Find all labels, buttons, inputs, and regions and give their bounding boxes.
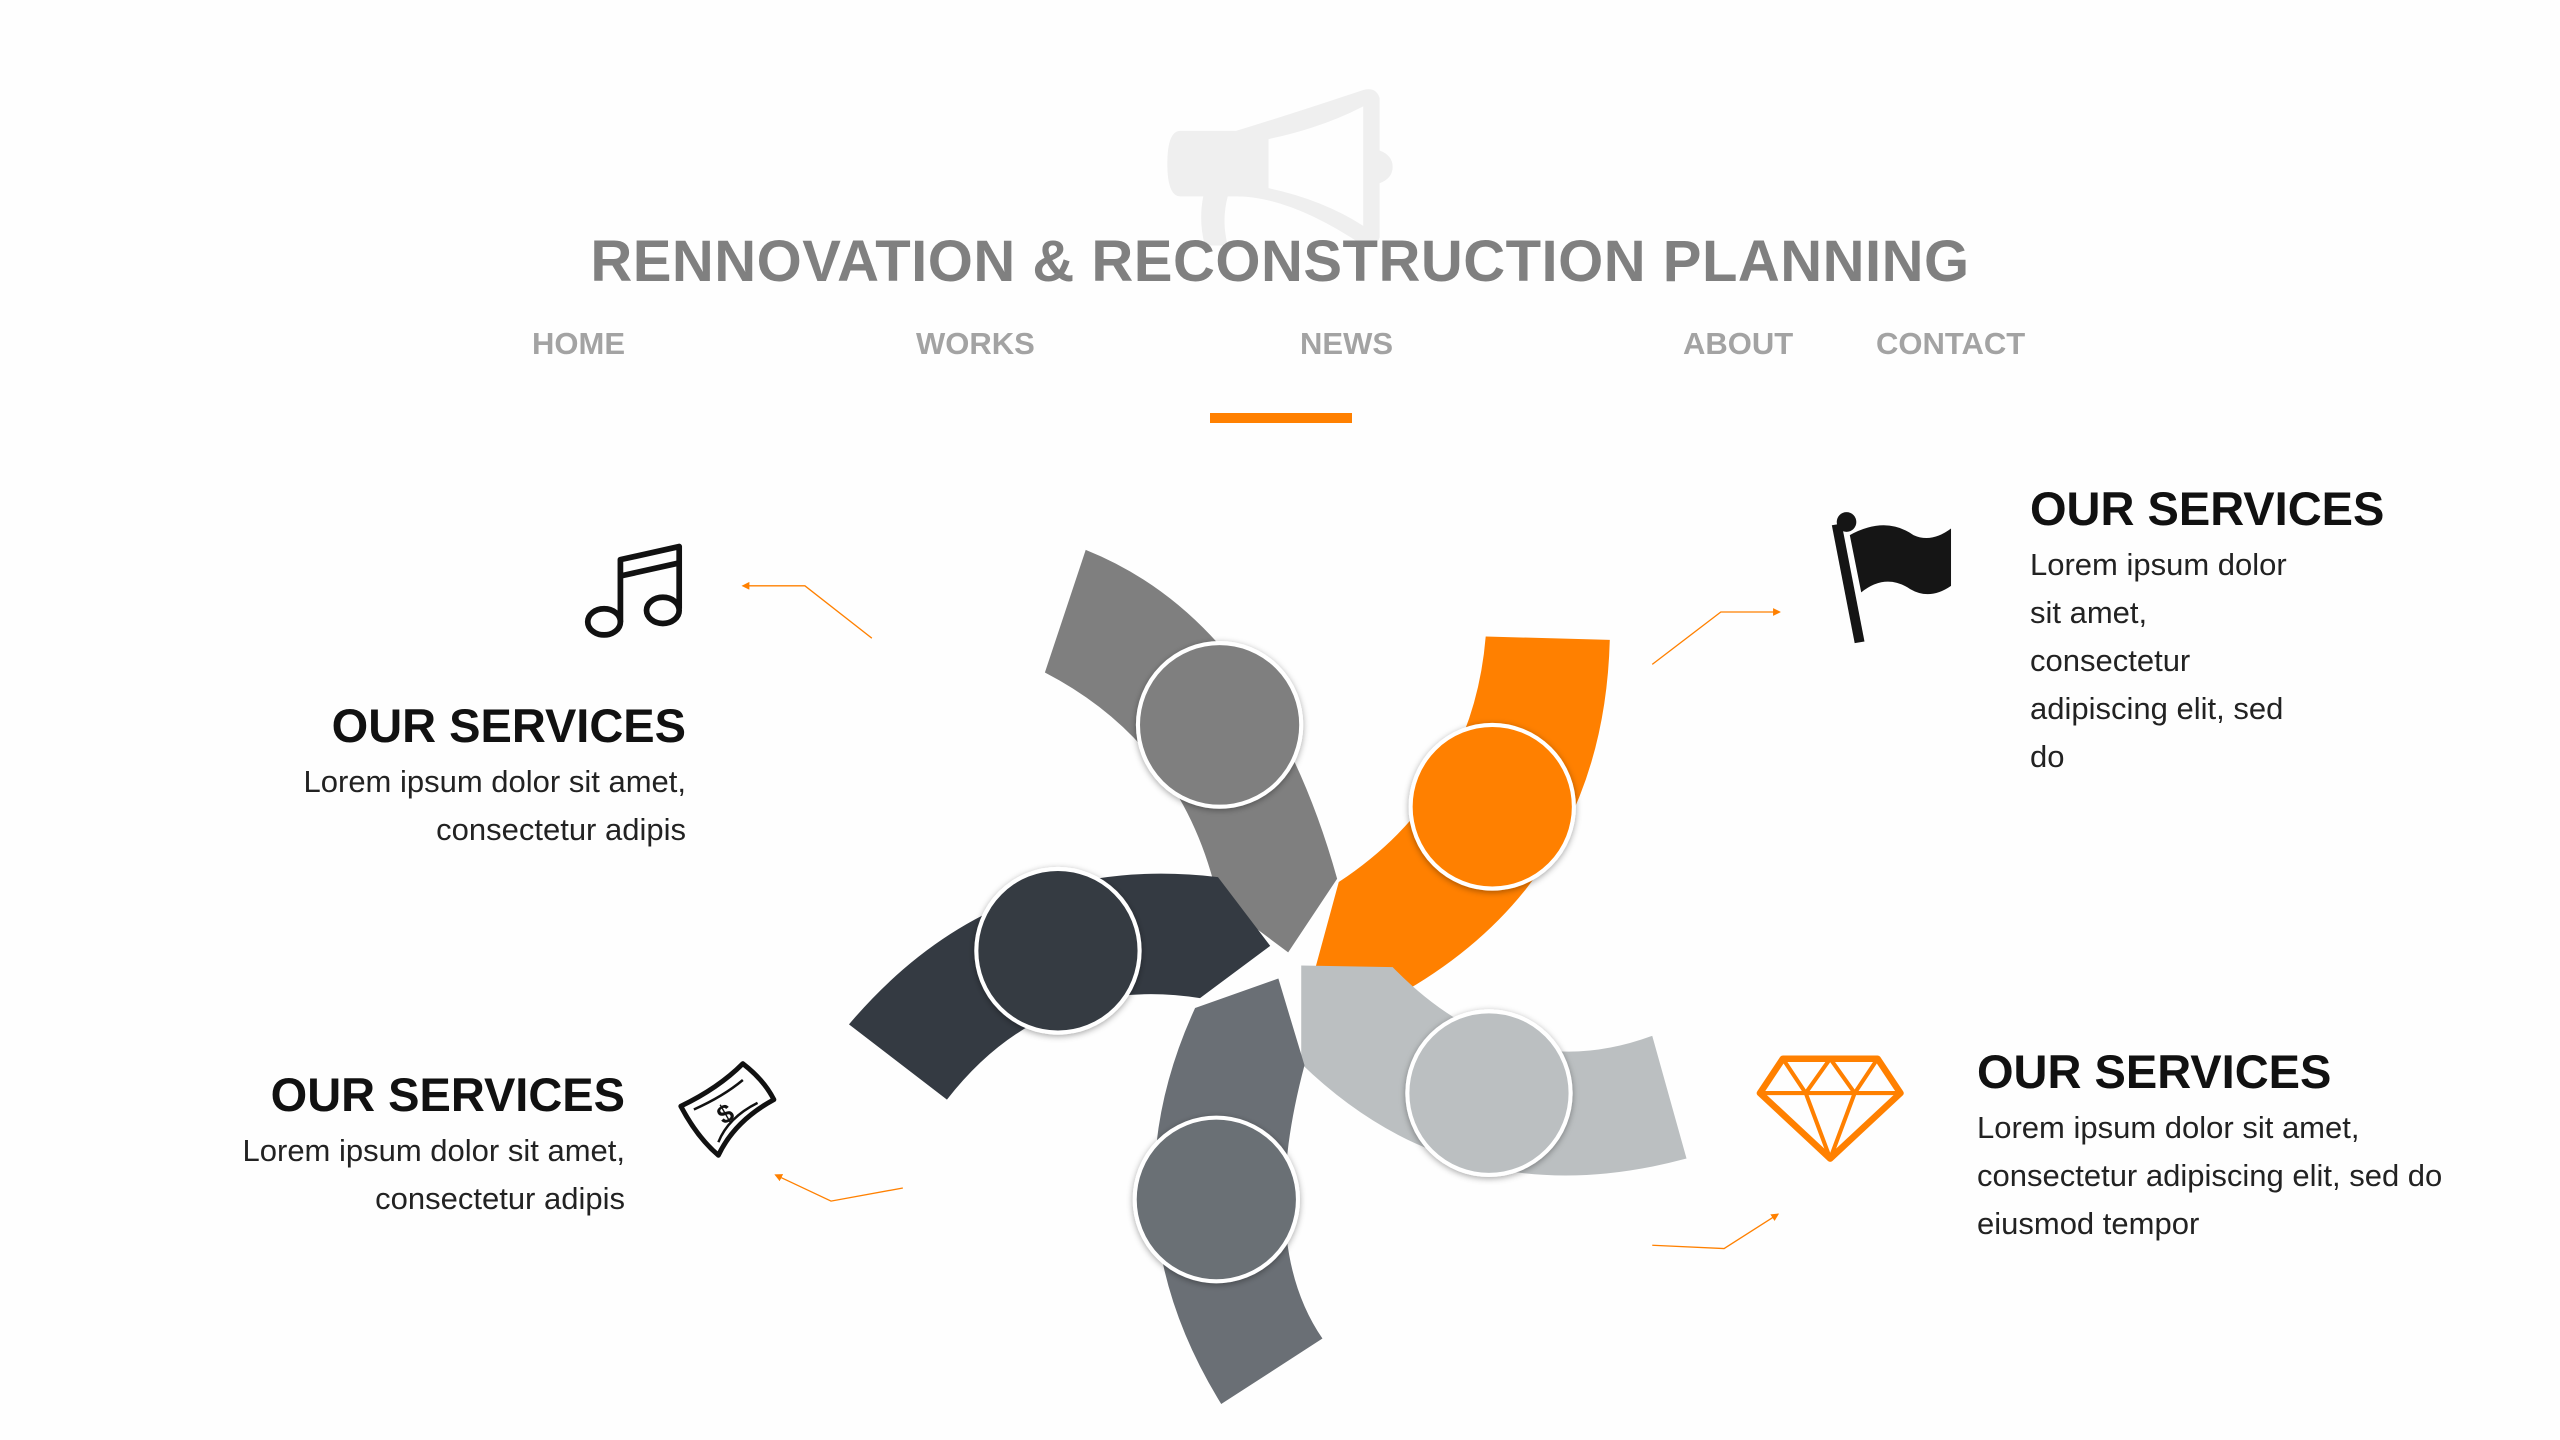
service-text-line: consectetur: [2030, 643, 2191, 678]
flag-icon: [1831, 512, 1952, 644]
circle-slate: [1132, 1115, 1300, 1284]
nav-news[interactable]: NEWS: [1300, 326, 1393, 361]
service-block-top-left: OUR SERVICES Lorem ipsum dolor sit amet,…: [304, 698, 686, 854]
nav-about[interactable]: ABOUT: [1683, 326, 1794, 361]
nav-home[interactable]: HOME: [532, 326, 625, 361]
diamond-icon: [1756, 1055, 1904, 1162]
circle-gray: [1135, 641, 1304, 809]
service-text-line: consectetur adipis: [375, 1181, 625, 1216]
service-text-line: sit amet,: [2030, 595, 2148, 630]
svg-text:$: $: [712, 1097, 740, 1131]
connector-top-left: [741, 581, 873, 639]
megaphone-icon: [1167, 89, 1393, 247]
connector-top-right: [1651, 608, 1781, 665]
service-heading: OUR SERVICES: [2030, 482, 2385, 535]
service-block-bottom-right: OUR SERVICES Lorem ipsum dolor sit amet,…: [1977, 1044, 2442, 1248]
money-icon: $: [678, 1061, 777, 1158]
service-block-top-right: OUR SERVICES Lorem ipsum dolor sit amet,…: [2030, 481, 2384, 781]
circle-orange: [1408, 722, 1576, 891]
service-text-line: Lorem ipsum dolor: [2030, 547, 2287, 582]
circle-light: [1405, 1009, 1573, 1177]
circle-dark: [974, 866, 1142, 1035]
service-heading: OUR SERVICES: [270, 1068, 625, 1121]
service-block-bottom-left: OUR SERVICES Lorem ipsum dolor sit amet,…: [243, 1067, 625, 1223]
nav-works[interactable]: WORKS: [916, 326, 1035, 361]
service-text-line: adipiscing elit, sed: [2030, 691, 2284, 726]
service-text-line: consectetur adipiscing elit, sed do: [1977, 1158, 2443, 1193]
nav-active-indicator: [1210, 413, 1352, 423]
page-title: RENNOVATION & RECONSTRUCTION PLANNING: [590, 229, 1970, 294]
music-note-icon: [584, 543, 683, 638]
service-text-line: Lorem ipsum dolor sit amet,: [242, 1133, 625, 1168]
service-heading: OUR SERVICES: [1977, 1045, 2332, 1098]
connector-bottom-right: [1652, 1213, 1780, 1250]
service-text-line: consectetur adipis: [436, 812, 686, 847]
service-text-line: Lorem ipsum dolor sit amet,: [303, 764, 686, 799]
service-heading: OUR SERVICES: [331, 699, 686, 752]
service-text-line: eiusmod tempor: [1977, 1206, 2200, 1241]
connector-bottom-left: [774, 1174, 903, 1202]
service-text-line: Lorem ipsum dolor sit amet,: [1977, 1110, 2360, 1145]
service-text-line: do: [2030, 739, 2065, 774]
nav-contact[interactable]: CONTACT: [1876, 326, 2026, 361]
